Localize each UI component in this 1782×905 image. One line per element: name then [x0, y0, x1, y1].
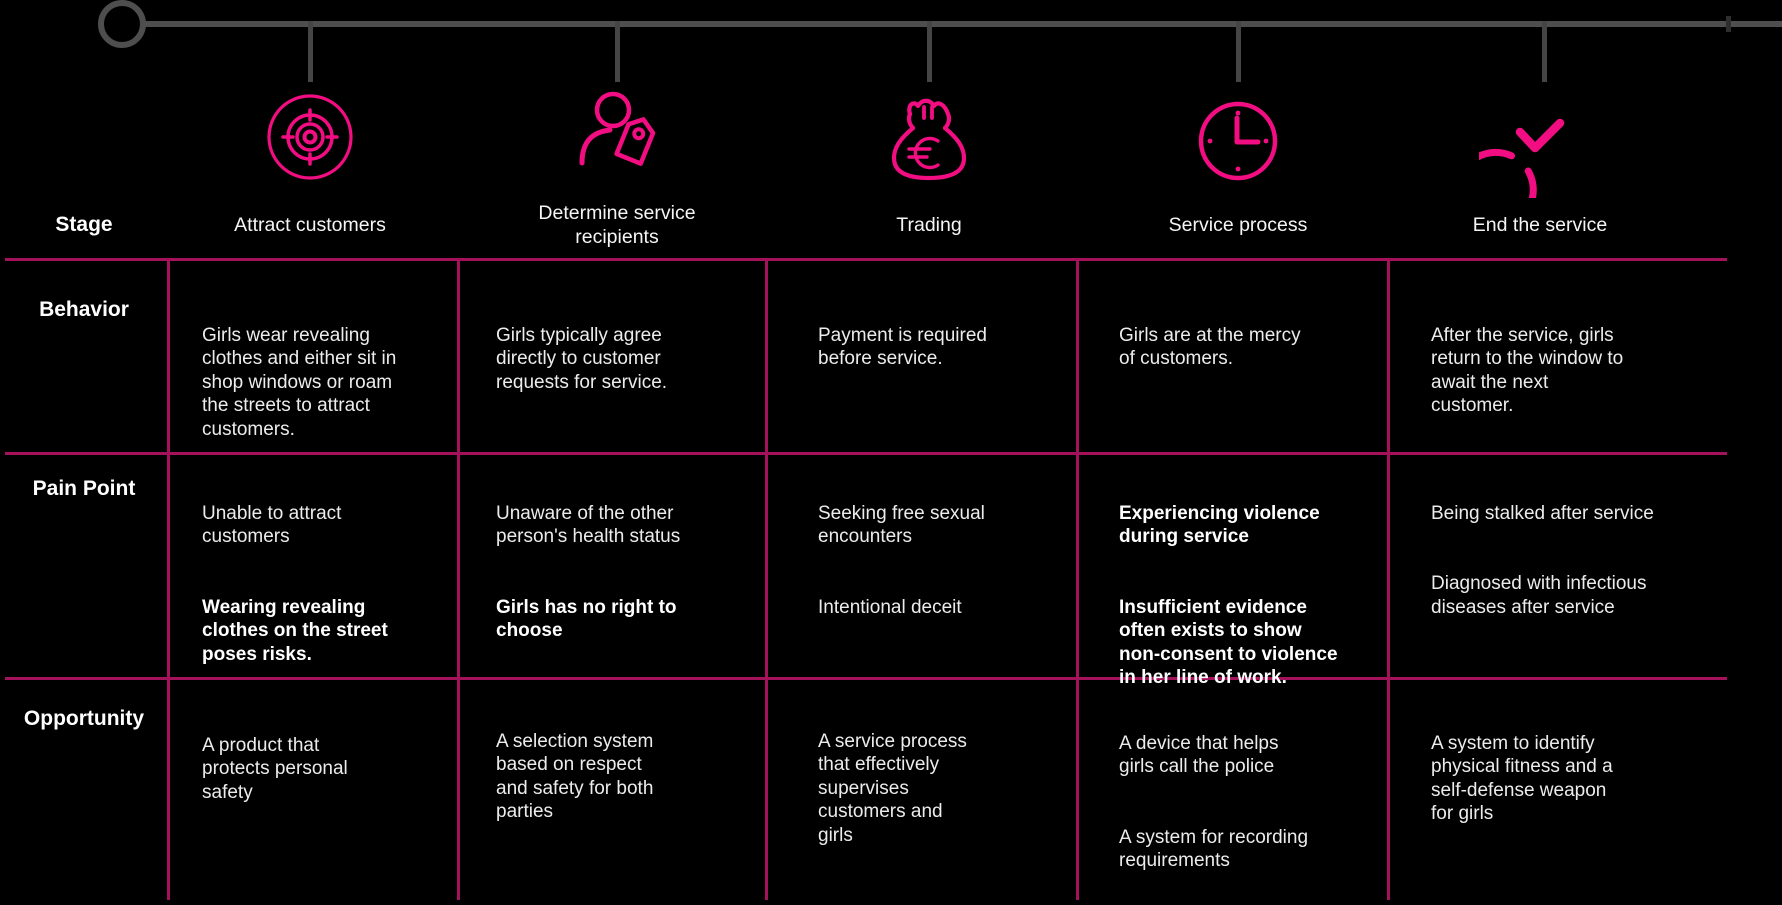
cell-opportunity-determine-recipients: A selection system based on respect and …: [496, 730, 654, 823]
cell-opportunity-end-service: A system to identify physical fitness an…: [1431, 732, 1613, 825]
check-circle-icon: [1479, 118, 1565, 198]
grid-hline: [5, 258, 1727, 261]
grid-hline: [5, 452, 1727, 455]
row-label-stage: Stage: [55, 213, 113, 236]
cell-behavior-service-process: Girls are at the mercy of customers.: [1119, 324, 1301, 370]
cell-opportunity-service-process: A device that helps girls call the polic…: [1119, 732, 1309, 872]
row-label-behavior: Behavior: [39, 298, 129, 321]
cell-painpoint-attract-customers: Unable to attract customers Wearing reve…: [202, 502, 388, 665]
cell-behavior-determine-recipients: Girls typically agree directly to custom…: [496, 324, 668, 393]
grid-vline: [167, 258, 170, 900]
stage-header-attract-customers: Attract customers: [234, 214, 386, 236]
clock-icon: [1198, 101, 1278, 181]
cell-painpoint-trading: Seeking free sexual encounters Intention…: [818, 502, 985, 618]
timeline-start-node: [98, 0, 146, 48]
stage-header-end-the-service: End the service: [1472, 214, 1608, 236]
cell-opportunity-attract-customers: A product that protects personal safety: [202, 734, 348, 803]
person-tag-icon: [579, 91, 656, 166]
grid-vline: [1076, 258, 1079, 900]
target-icon: [267, 94, 353, 180]
grid-vline: [457, 258, 460, 900]
stage-header-trading: Trading: [896, 214, 962, 236]
timeline-tick-partial: [1726, 16, 1731, 32]
stage-header-service-process: Service process: [1168, 214, 1308, 236]
row-label-opportunity: Opportunity: [23, 707, 145, 730]
cell-painpoint-end-service: Being stalked after service Diagnosed wi…: [1431, 502, 1654, 618]
cell-opportunity-trading: A service process that effectively super…: [818, 730, 967, 846]
row-label-pain-point: Pain Point: [32, 477, 136, 500]
timeline-tick: [308, 21, 313, 82]
timeline-tick: [1236, 21, 1241, 82]
cell-painpoint-determine-recipients: Unaware of the other person's health sta…: [496, 502, 681, 642]
cell-painpoint-service-process: Experiencing violence during service Ins…: [1119, 502, 1338, 689]
timeline-tick: [927, 21, 932, 82]
grid-hline: [5, 677, 1727, 680]
timeline-tick: [1542, 21, 1547, 82]
timeline-tick: [615, 21, 620, 82]
timeline-axis: [141, 21, 1782, 27]
cell-behavior-trading: Payment is required before service.: [818, 324, 987, 370]
grid-vline: [1387, 258, 1390, 900]
cell-behavior-attract-customers: Girls wear revealing clothes and either …: [202, 324, 397, 440]
grid-vline: [765, 258, 768, 900]
money-bag-euro-icon: [891, 98, 967, 181]
stage-header-determine-service-recipients: Determine service recipients: [538, 202, 696, 248]
cell-behavior-end-service: After the service, girls return to the w…: [1431, 324, 1624, 417]
